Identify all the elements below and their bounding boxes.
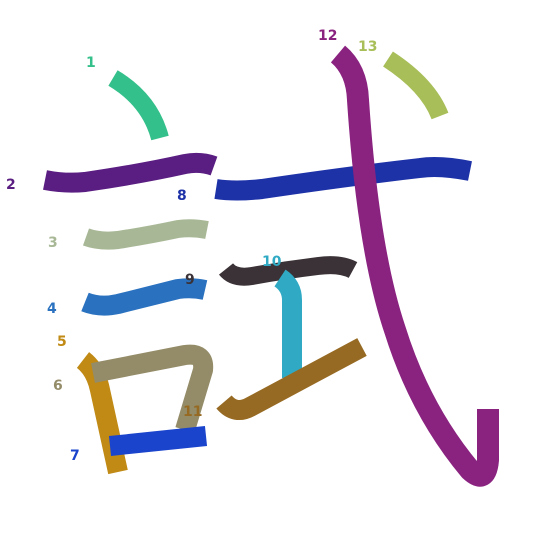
stroke-number-11: 11	[183, 404, 203, 420]
stroke-number-4: 4	[47, 301, 57, 317]
stroke-4-path	[81, 278, 208, 316]
stroke-number-12: 12	[318, 28, 338, 44]
stroke-8-path	[214, 157, 472, 201]
stroke-10-path	[274, 269, 302, 378]
stroke-number-2: 2	[6, 177, 16, 193]
stroke-number-1: 1	[86, 55, 96, 71]
stroke-number-10: 10	[262, 254, 282, 270]
stroke-12-path	[330, 45, 499, 487]
stroke-number-5: 5	[57, 334, 67, 350]
stroke-number-8: 8	[177, 188, 187, 204]
stroke-2-path	[43, 152, 218, 193]
stroke-6-path	[91, 344, 214, 433]
stroke-number-3: 3	[48, 235, 58, 251]
stroke-number-6: 6	[53, 378, 63, 394]
stroke-7-path	[108, 426, 208, 456]
stroke-number-7: 7	[70, 448, 80, 464]
stroke-number-9: 9	[185, 272, 195, 288]
stroke-3-path	[82, 219, 209, 250]
stroke-13-path	[382, 51, 449, 120]
stroke-number-13: 13	[358, 39, 378, 55]
stroke-11-path	[216, 338, 367, 421]
stroke-1-path	[108, 70, 169, 141]
